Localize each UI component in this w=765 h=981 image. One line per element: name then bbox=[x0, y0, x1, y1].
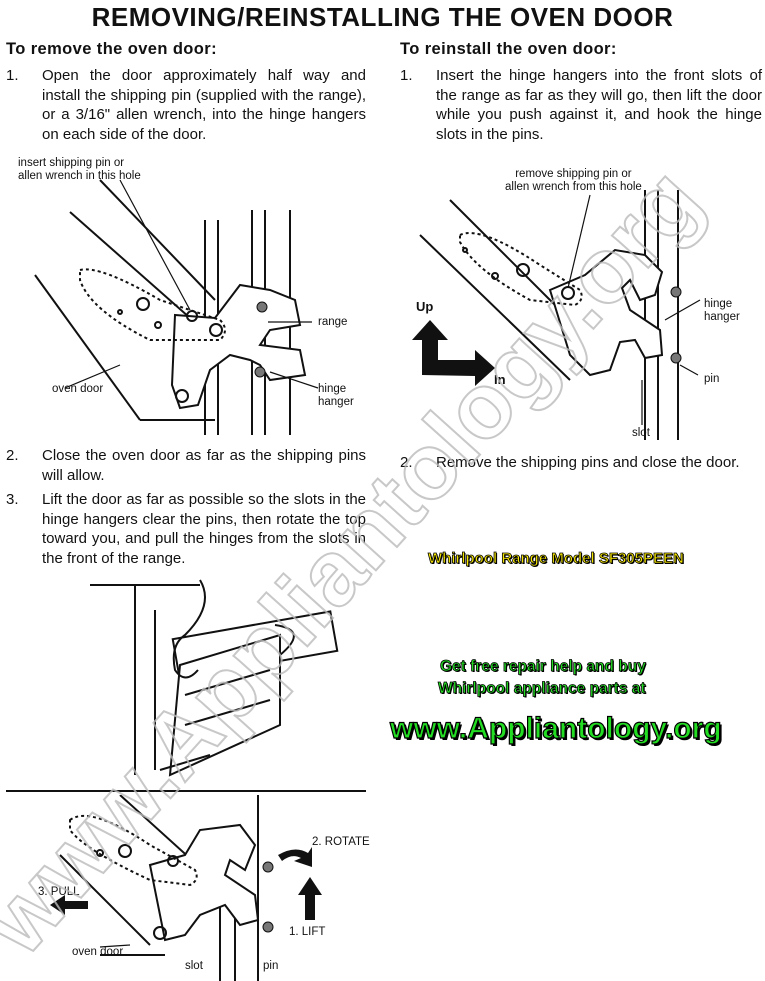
svg-text:www.Appliantology.org: www.Appliantology.org bbox=[0, 149, 720, 974]
step-text: Lift the door as far as possible so the … bbox=[42, 491, 366, 567]
callout-line: allen wrench from this hole bbox=[505, 181, 642, 193]
label-in: In bbox=[494, 372, 506, 387]
callout-remove-pin: remove shipping pin or allen wrench from… bbox=[505, 168, 642, 194]
remove-step-1: 1. Open the door approximately half way … bbox=[6, 66, 366, 146]
step-text: Remove the shipping pins and close the d… bbox=[436, 454, 740, 471]
label-lift: 1. LIFT bbox=[289, 926, 326, 938]
callout-line: insert shipping pin or bbox=[18, 157, 125, 169]
label-slot: slot bbox=[632, 427, 650, 439]
divider bbox=[6, 790, 366, 792]
promo-line-2: Whirlpool appliance parts at bbox=[438, 680, 646, 698]
remove-hinge-diagram bbox=[34, 179, 319, 435]
promo-url: www.Appliantology.org bbox=[389, 711, 722, 745]
reinstall-hinge-diagram bbox=[412, 190, 701, 440]
step-number: 2. bbox=[400, 454, 413, 471]
page-title: REMOVING/REINSTALLING THE OVEN DOOR bbox=[91, 2, 674, 32]
reinstall-heading: To reinstall the oven door: bbox=[400, 40, 617, 58]
rotate-pull-diagram bbox=[50, 795, 322, 981]
label-line: hanger bbox=[318, 396, 354, 408]
label-line: hanger bbox=[704, 311, 740, 323]
callout-insert-pin: insert shipping pin or allen wrench in t… bbox=[18, 157, 141, 183]
step-number: 1. bbox=[400, 67, 413, 84]
label-pin: pin bbox=[263, 960, 279, 972]
step-number: 3. bbox=[6, 491, 19, 508]
remove-step-2: 2. Close the oven door as far as the shi… bbox=[6, 446, 366, 486]
model-label: Whirlpool Range Model SF305PEEN bbox=[428, 550, 685, 568]
step-text: Insert the hinge hangers into the front … bbox=[436, 67, 762, 143]
label-up: Up bbox=[416, 299, 434, 314]
label-hinge-hanger: hinge hanger bbox=[318, 383, 354, 409]
reinstall-step-2: 2. Remove the shipping pins and close th… bbox=[400, 453, 762, 475]
callout-line: allen wrench in this hole bbox=[18, 170, 141, 182]
step-text: Open the door approximately half way and… bbox=[42, 67, 366, 143]
label-pin: pin bbox=[704, 373, 720, 385]
label-oven-door: oven door bbox=[72, 946, 124, 958]
step-number: 2. bbox=[6, 447, 19, 464]
label-line: hinge bbox=[704, 298, 733, 310]
step-text: Close the oven door as far as the shippi… bbox=[42, 447, 366, 484]
door-removal-illustration bbox=[90, 579, 339, 777]
label-oven-door: oven door bbox=[52, 383, 104, 395]
reinstall-step-1: 1. Insert the hinge hangers into the fro… bbox=[400, 66, 762, 146]
step-number: 1. bbox=[6, 67, 19, 84]
label-hinge-hanger: hinge hanger bbox=[704, 298, 740, 324]
remove-heading: To remove the oven door: bbox=[6, 40, 217, 58]
remove-step-3: 3. Lift the door as far as possible so t… bbox=[6, 490, 366, 570]
label-line: hinge bbox=[318, 383, 347, 395]
label-range: range bbox=[318, 316, 348, 328]
label-pull: 3. PULL bbox=[38, 886, 80, 898]
label-rotate: 2. ROTATE bbox=[312, 836, 370, 848]
callout-line: remove shipping pin or bbox=[515, 168, 632, 180]
label-slot: slot bbox=[185, 960, 203, 972]
promo-line-1: Get free repair help and buy bbox=[440, 658, 647, 676]
